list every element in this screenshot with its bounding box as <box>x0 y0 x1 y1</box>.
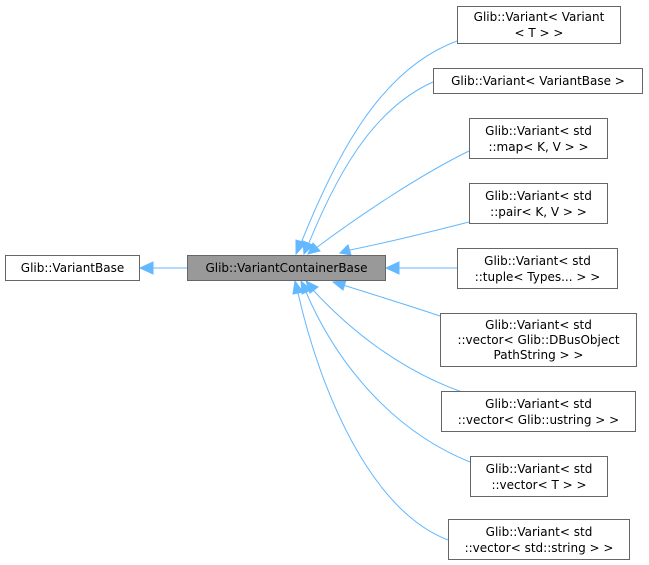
node-variant-map[interactable]: Glib::Variant< std ::map< K, V > > <box>469 118 608 159</box>
node-glib-variantcontainerbase: Glib::VariantContainerBase <box>187 255 386 281</box>
node-label: Glib::VariantContainerBase <box>205 261 367 275</box>
edges <box>138 40 471 541</box>
node-label-line: < T > > <box>515 26 564 40</box>
node-label-line: Glib::Variant< std <box>486 462 593 476</box>
edge-arrowhead <box>338 244 352 256</box>
node-label: Glib::VariantBase <box>21 261 124 275</box>
node-variant-vector-t[interactable]: Glib::Variant< std ::vector< T > > <box>470 456 608 497</box>
node-label-line: Glib::Variant< VariantBase > <box>451 74 625 88</box>
node-label-line: ::vector< Glib::ustring > > <box>458 413 619 427</box>
edge-arrowhead <box>307 242 321 255</box>
node-label-line: Glib::Variant< std <box>485 189 592 203</box>
edge-variant-vector-string <box>297 292 449 541</box>
node-label-line: Glib::Variant< std <box>485 397 592 411</box>
node-variant-variantbase[interactable]: Glib::Variant< VariantBase > <box>433 68 643 94</box>
edge-variant-map <box>315 150 470 249</box>
node-variant-vector-dbusobjectpathstring[interactable]: Glib::Variant< std ::vector< Glib::DBusO… <box>440 313 637 367</box>
edge-variant-pair <box>349 221 470 251</box>
node-variant-pair[interactable]: Glib::Variant< std ::pair< K, V > > <box>469 183 608 224</box>
node-variant-vector-string[interactable]: Glib::Variant< std ::vector< std::string… <box>448 519 630 560</box>
node-label-line: ::tuple< Types... > > <box>475 270 601 284</box>
edge-variant-vector-dbus <box>342 284 441 317</box>
edge-arrowhead <box>302 240 314 256</box>
node-label-line: Glib::Variant< std <box>484 254 591 268</box>
node-label-line: ::vector< std::string > > <box>465 541 614 555</box>
edge-variant-vector-ustring <box>312 289 463 393</box>
edge-arrowhead <box>300 279 312 295</box>
node-variant-variant-t[interactable]: Glib::Variant< Variant < T > > <box>457 6 621 44</box>
edge-arrowhead <box>384 261 400 275</box>
edge-variant-vector-t <box>305 291 471 463</box>
edge-arrowhead <box>138 261 154 275</box>
node-label-line: ::vector< Glib::DBusObject <box>457 333 619 347</box>
node-variant-vector-ustring[interactable]: Glib::Variant< std ::vector< Glib::ustri… <box>441 391 636 432</box>
node-label-line: Glib::Variant< std <box>486 525 593 539</box>
node-glib-variantbase[interactable]: Glib::VariantBase <box>5 255 140 281</box>
node-label-line: PathString > > <box>494 348 584 362</box>
edge-variant-variantbase <box>307 81 434 246</box>
edge-arrowhead <box>292 279 304 295</box>
node-label-line: Glib::Variant< std <box>485 318 592 332</box>
edge-arrowhead <box>331 279 347 291</box>
node-label-line: ::pair< K, V > > <box>490 205 587 219</box>
node-label-line: ::vector< T > > <box>491 478 586 492</box>
node-variant-tuple[interactable]: Glib::Variant< std ::tuple< Types... > > <box>457 248 618 289</box>
node-label-line: ::map< K, V > > <box>488 140 588 154</box>
node-label-line: Glib::Variant< std <box>485 124 592 138</box>
edge-variant-t <box>300 40 458 244</box>
node-label-line: Glib::Variant< Variant <box>474 10 605 24</box>
